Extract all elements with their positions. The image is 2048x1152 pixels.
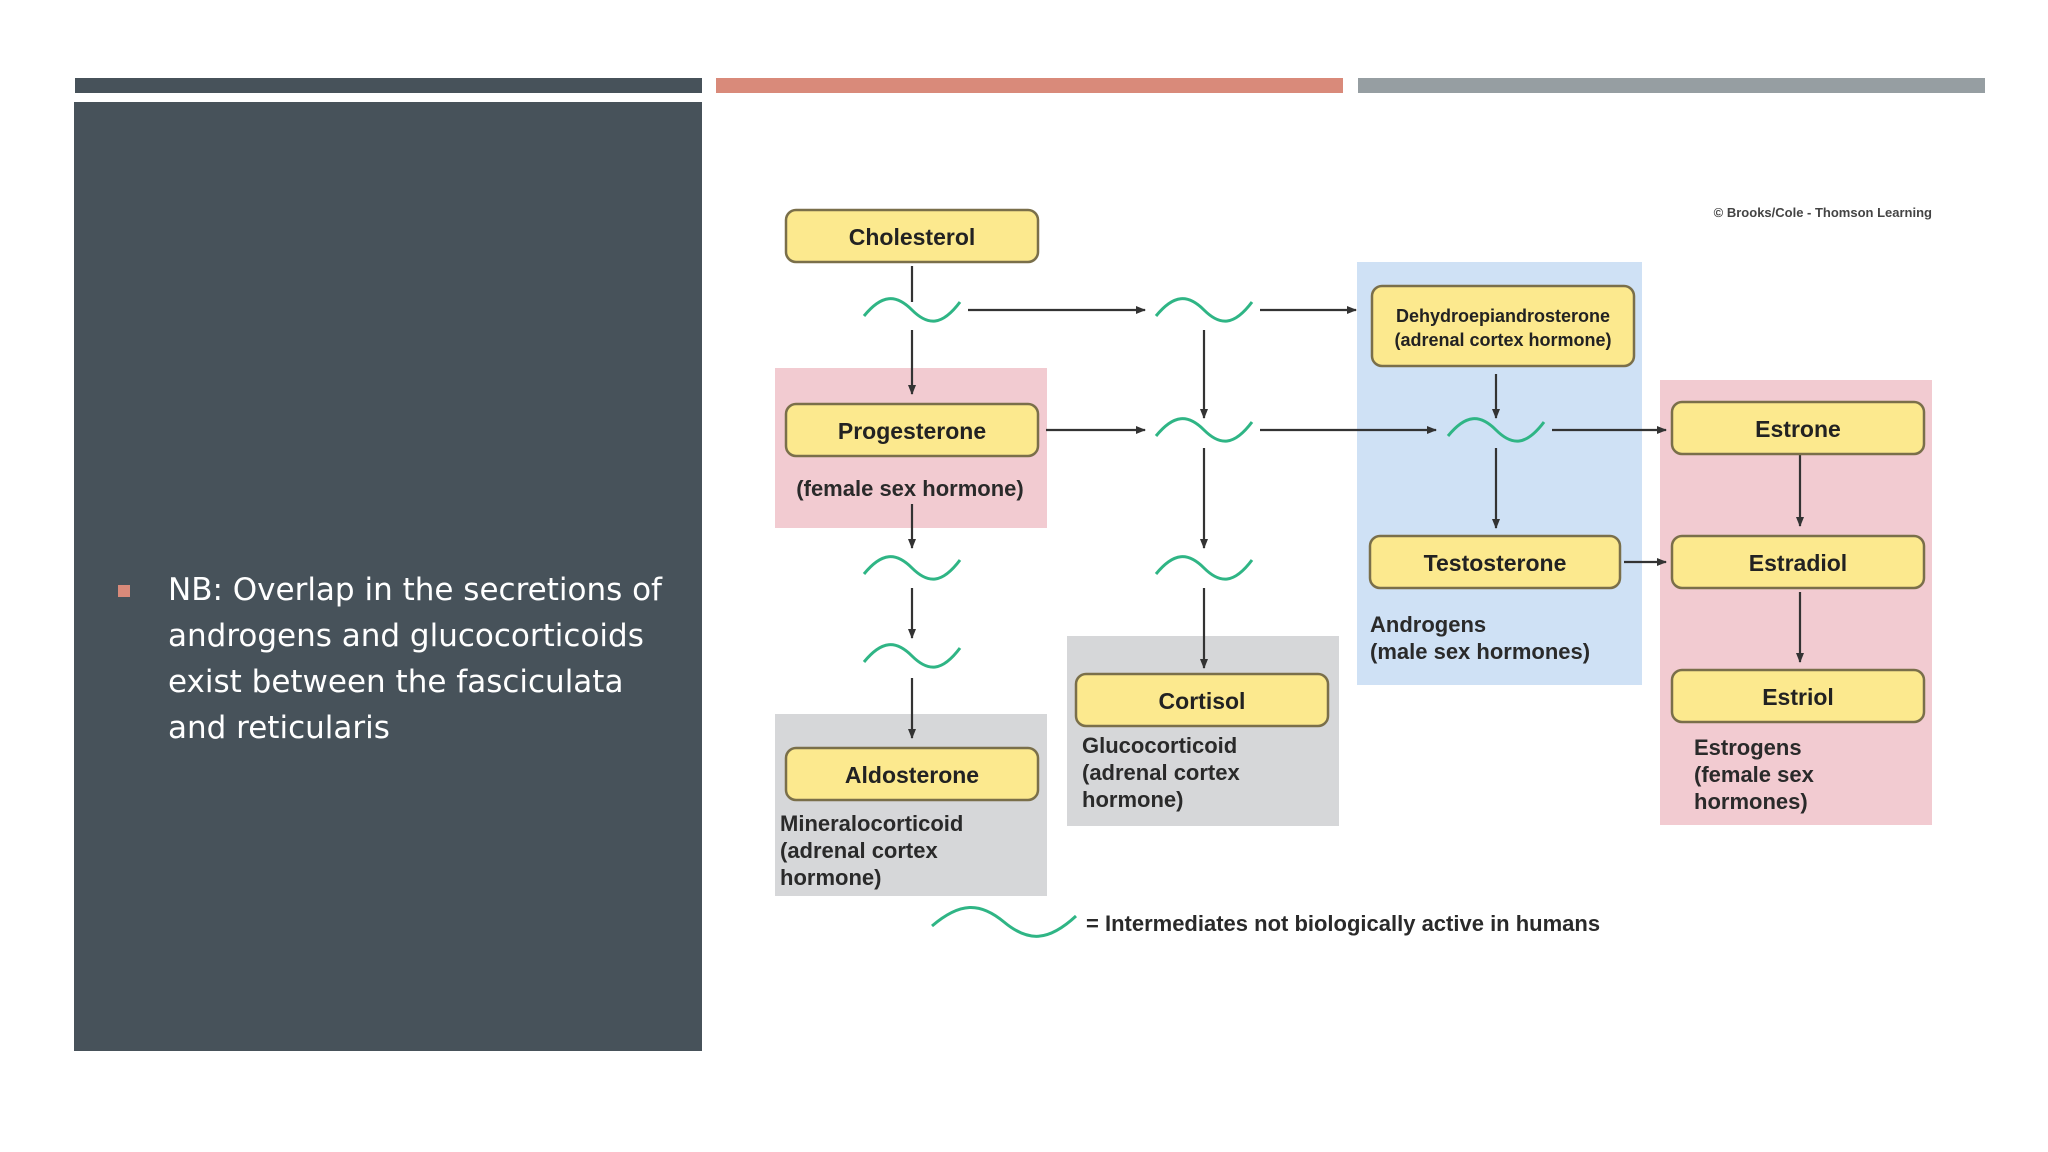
node-estradiol: Estradiol <box>1670 534 1926 590</box>
aldosterone-zone <box>775 714 1047 896</box>
legend: = Intermediates not biologically active … <box>931 906 1600 938</box>
caption-aldosterone-1: Mineralocorticoid <box>780 811 963 836</box>
node-dhea-label-1: Dehydroepiandrosterone <box>1396 306 1610 326</box>
node-dhea: Dehydroepiandrosterone (adrenal cortex h… <box>1370 284 1636 368</box>
caption-estrogens-1: Estrogens <box>1694 735 1802 760</box>
node-cortisol: Cortisol <box>1074 672 1330 728</box>
caption-cortisol-2: (adrenal cortex <box>1082 760 1240 785</box>
node-estriol-label: Estriol <box>1762 684 1834 710</box>
node-estradiol-label: Estradiol <box>1749 550 1847 576</box>
caption-androgens-2: (male sex hormones) <box>1370 639 1590 664</box>
node-progesterone-label: Progesterone <box>838 418 986 444</box>
intermediate-wave-icon <box>1154 417 1254 443</box>
bullet-text: NB: Overlap in the secretions of androge… <box>168 572 662 746</box>
intermediate-wave-icon <box>862 555 962 581</box>
node-testosterone-label: Testosterone <box>1424 550 1567 576</box>
node-testosterone: Testosterone <box>1368 534 1622 590</box>
intermediate-wave-icon <box>862 297 962 323</box>
node-progesterone: Progesterone <box>784 402 1040 458</box>
steroid-pathway-diagram: © Brooks/Cole - Thomson Learning Cholest… <box>775 205 1932 938</box>
caption-estrogens-2: (female sex <box>1694 762 1815 787</box>
caption-aldosterone-3: hormone) <box>780 865 881 890</box>
legend-text: = Intermediates not biologically active … <box>1086 911 1600 936</box>
caption-androgens-1: Androgens <box>1370 612 1486 637</box>
legend-wave-icon <box>931 906 1078 938</box>
intermediate-wave-icon <box>1154 555 1254 581</box>
node-cholesterol-label: Cholesterol <box>849 224 976 250</box>
intermediate-wave-icon <box>1446 417 1546 443</box>
caption-cortisol-3: hormone) <box>1082 787 1183 812</box>
intermediate-wave-icon <box>862 643 962 669</box>
node-cholesterol: Cholesterol <box>784 208 1040 264</box>
copyright-text: © Brooks/Cole - Thomson Learning <box>1714 205 1932 220</box>
bullet-item: NB: Overlap in the secretions of androge… <box>118 567 678 751</box>
node-aldosterone-label: Aldosterone <box>845 762 979 788</box>
header-bar-dark <box>75 78 702 93</box>
intermediate-wave-icon <box>1154 297 1254 323</box>
node-cortisol-label: Cortisol <box>1159 688 1246 714</box>
square-bullet-icon <box>118 585 130 597</box>
node-estriol: Estriol <box>1670 668 1926 724</box>
header-bar-accent <box>716 78 1343 93</box>
node-estrone: Estrone <box>1670 400 1926 456</box>
node-estrone-label: Estrone <box>1755 416 1841 442</box>
node-aldosterone: Aldosterone <box>784 746 1040 802</box>
caption-cortisol-1: Glucocorticoid <box>1082 733 1237 758</box>
node-dhea-label-2: (adrenal cortex hormone) <box>1394 330 1611 350</box>
left-text-panel: NB: Overlap in the secretions of androge… <box>74 102 702 1051</box>
caption-progesterone: (female sex hormone) <box>796 476 1023 501</box>
caption-aldosterone-2: (adrenal cortex <box>780 838 938 863</box>
caption-estrogens-3: hormones) <box>1694 789 1808 814</box>
header-bar-gray <box>1358 78 1985 93</box>
